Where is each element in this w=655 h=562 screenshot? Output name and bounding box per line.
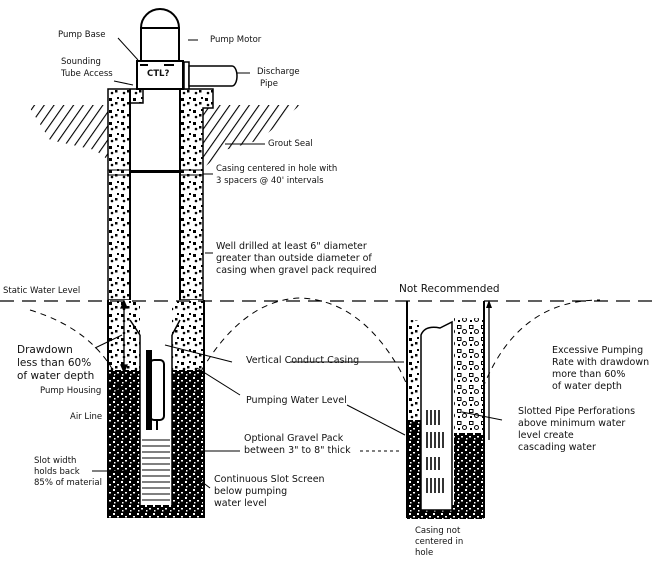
label-well-drilled-2: greater than outside diameter of xyxy=(216,253,372,264)
label-excessive-2: Rate with drawdown xyxy=(552,357,650,368)
label-continuous-screen-2: below pumping xyxy=(214,486,288,497)
label-pump-motor: Pump Motor xyxy=(210,35,262,45)
label-drawdown-1: Drawdown xyxy=(17,344,73,356)
label-casing-centered-2: 3 spacers @ 40' intervals xyxy=(216,176,324,186)
label-drawdown-3: of water depth xyxy=(17,370,95,382)
label-casing-not-3: hole xyxy=(415,548,434,558)
ground-soil xyxy=(28,105,300,175)
label-excessive-1: Excessive Pumping xyxy=(552,345,644,356)
label-slotted-4: cascading water xyxy=(518,442,596,453)
label-continuous-screen-3: water level xyxy=(214,498,267,509)
label-sounding-tube-1: Sounding xyxy=(61,57,101,67)
gravel-pack xyxy=(107,300,205,518)
drawdown-arrow xyxy=(120,299,128,374)
label-slot-width-1: Slot width xyxy=(34,456,77,466)
motor-badge: CTL? xyxy=(147,69,170,79)
label-grout-seal: Grout Seal xyxy=(268,139,313,149)
label-well-drilled-3: casing when gravel pack required xyxy=(216,265,377,276)
pump-motor xyxy=(136,8,238,90)
label-continuous-screen-1: Continuous Slot Screen xyxy=(214,474,325,485)
label-slot-width-2: holds back xyxy=(34,467,80,477)
label-slotted-2: above minimum water xyxy=(518,418,626,429)
label-vertical-conduct-casing: Vertical Conduct Casing xyxy=(246,355,360,366)
label-discharge-1: Discharge xyxy=(257,67,300,77)
not-recommended-well xyxy=(395,300,492,519)
label-sounding-tube-2: Tube Access xyxy=(61,69,113,79)
leader-lines xyxy=(92,37,503,489)
label-casing-centered-1: Casing centered in hole with xyxy=(216,164,338,174)
grout-seal xyxy=(107,88,214,301)
label-excessive-4: of water depth xyxy=(552,381,622,392)
label-static-water-level: Static Water Level xyxy=(3,286,81,296)
label-drawdown-2: less than 60% xyxy=(17,357,92,369)
label-casing-not-1: Casing not xyxy=(415,526,461,536)
label-gravel-pack-1: Optional Gravel Pack xyxy=(244,433,344,444)
label-pump-base: Pump Base xyxy=(58,30,106,40)
pump-housing xyxy=(146,350,165,430)
label-gravel-pack-2: between 3" to 8" thick xyxy=(244,445,351,456)
label-not-recommended: Not Recommended xyxy=(399,283,500,295)
label-air-line: Air Line xyxy=(70,412,103,422)
label-well-drilled-1: Well drilled at least 6" diameter xyxy=(216,241,367,252)
label-slotted-1: Slotted Pipe Perforations xyxy=(518,406,636,417)
slot-screen xyxy=(142,439,170,501)
label-slotted-3: level create xyxy=(518,430,574,441)
label-discharge-2: Pipe xyxy=(260,79,278,89)
label-slot-width-3: 85% of material xyxy=(34,478,102,488)
label-excessive-3: more than 60% xyxy=(552,369,626,380)
label-pumping-water-level: Pumping Water Level xyxy=(246,395,347,406)
label-pump-housing: Pump Housing xyxy=(40,386,102,396)
label-casing-not-2: centered in xyxy=(415,537,464,547)
